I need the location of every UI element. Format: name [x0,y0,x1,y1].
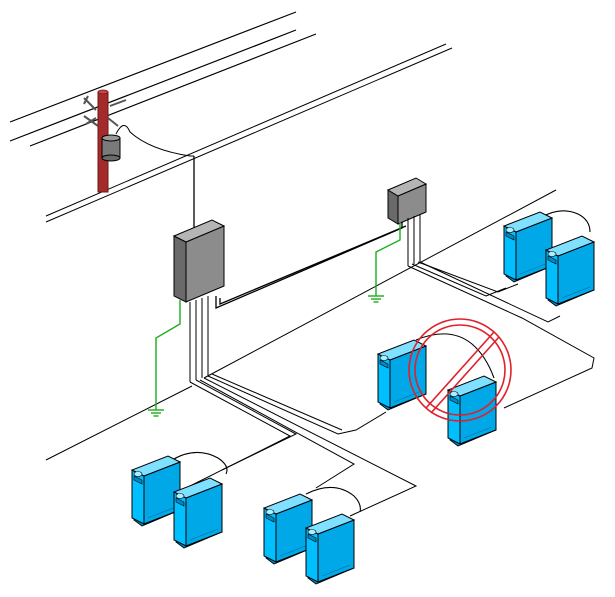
transformer-drop-wire [115,125,194,157]
server-group-back-right [503,210,595,307]
main-panel-icon [172,219,226,303]
ground-icon [147,409,165,417]
server-icon [173,477,223,549]
floor-line [45,189,557,461]
prohibited-icon [408,318,512,422]
server-group-middle-right [377,333,497,447]
sub-panel-ground [367,222,401,303]
server-icon [305,513,355,585]
server-icon [131,455,181,527]
server-group-front-left [131,451,228,549]
server-group-front-middle [263,486,361,585]
server-link-cable [415,333,495,379]
server-link-cable [539,210,591,233]
main-panel-ground [147,300,181,417]
server-icon [545,235,595,307]
ground-icon [367,295,385,303]
transformer-icon [101,134,121,162]
main-panel-conduits [185,296,418,517]
server-icon [503,211,553,283]
feeder-cable [215,222,407,309]
sub-panel-conduits [407,214,595,409]
server-icon [263,493,313,565]
service-cable [45,43,453,223]
sub-panel-icon [386,177,428,225]
server-link-cable [171,451,228,475]
overhead-power-lines [9,11,317,147]
server-link-cable [305,486,361,513]
